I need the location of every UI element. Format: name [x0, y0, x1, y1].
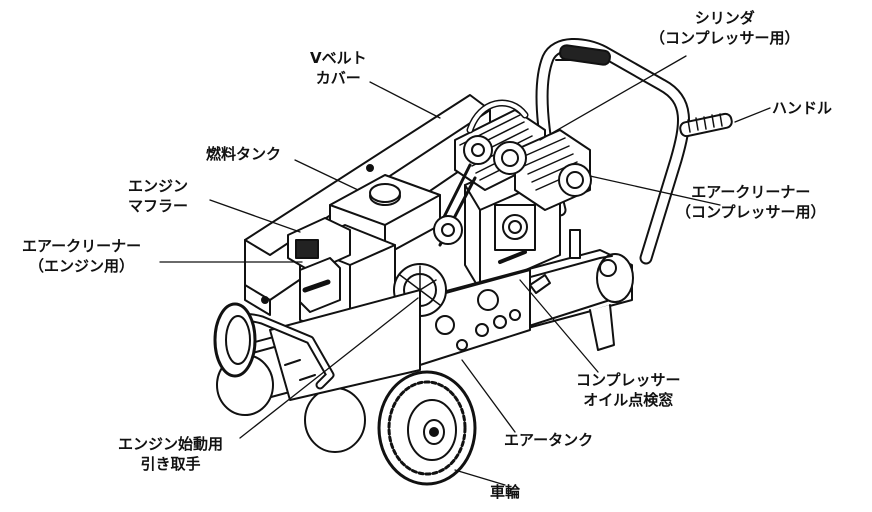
label-line: （コンプレッサー用） [676, 203, 826, 221]
wheel-front [377, 370, 477, 486]
label-line: エアータンク [504, 431, 594, 449]
label-line: Vベルト [310, 49, 367, 67]
compressor-unit [454, 99, 592, 291]
label-line: （コンプレッサー用） [650, 29, 800, 47]
label-line: コンプレッサー [576, 371, 681, 389]
label-air-cleaner-engine: エアークリーナー （エンジン用） [22, 236, 141, 276]
label-cylinder: シリンダ （コンプレッサー用） [650, 8, 800, 48]
label-air-tank: エアータンク [504, 430, 593, 450]
label-line: エアークリーナー [22, 237, 142, 255]
label-line: ハンドル [772, 99, 833, 117]
label-line: エンジン [128, 177, 189, 195]
label-v-belt-cover: Vベルト カバー [310, 48, 367, 88]
label-line: 引き取手 [140, 455, 201, 473]
label-air-cleaner-compressor: エアークリーナー （コンプレッサー用） [676, 182, 826, 222]
handle-grip-left [559, 44, 611, 66]
label-fuel-tank: 燃料タンク [206, 144, 281, 164]
label-oil-window: コンプレッサー オイル点検窓 [576, 370, 681, 410]
label-line: 燃料タンク [206, 145, 282, 163]
label-line: エンジン始動用 [118, 435, 224, 453]
label-engine-muffler: エンジン マフラー [128, 176, 188, 216]
label-handle: ハンドル [772, 98, 832, 118]
label-line: オイル点検窓 [583, 391, 674, 409]
label-start-pull: エンジン始動用 引き取手 [118, 434, 223, 474]
label-line: カバー [315, 69, 361, 87]
label-line: シリンダ [694, 9, 755, 27]
label-line: マフラー [128, 197, 189, 215]
label-line: 車輪 [490, 483, 521, 501]
label-line: （エンジン用） [29, 257, 135, 275]
label-wheel: 車輪 [490, 482, 520, 502]
wheel-rear [213, 302, 257, 378]
leader-lines [159, 55, 771, 486]
label-line: エアークリーナー [691, 183, 811, 201]
